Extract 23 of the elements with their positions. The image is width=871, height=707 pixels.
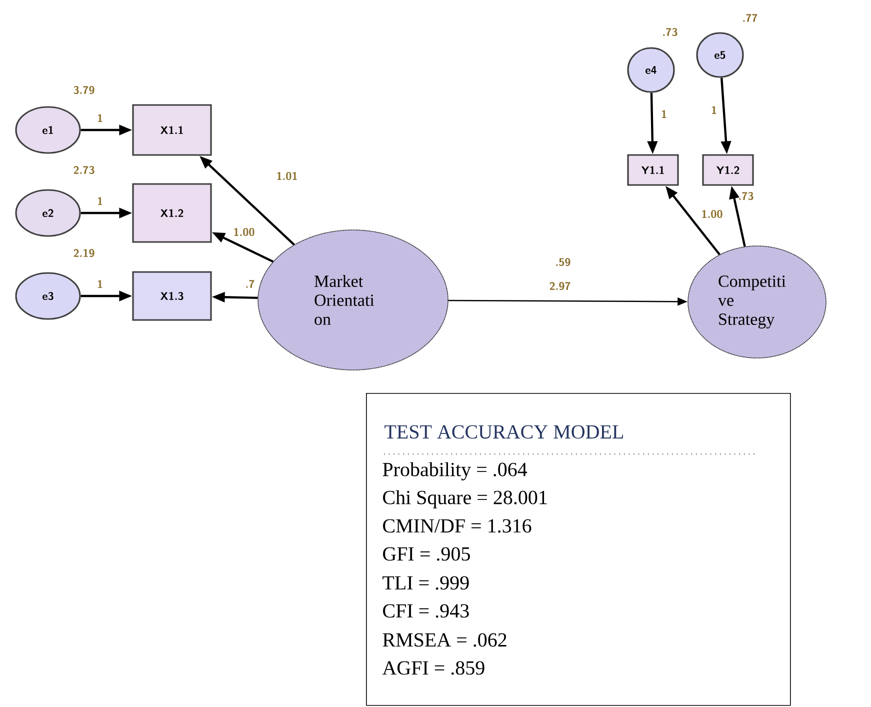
variance-label: .73 <box>663 28 678 36</box>
edge-label: 2.97 <box>550 282 570 290</box>
edge-label: 1 <box>98 280 102 288</box>
edge-label: 1 <box>712 106 716 114</box>
observed-box: X1.3 <box>132 271 212 321</box>
edge-label: 1.00 <box>702 210 722 218</box>
edge-label: 1 <box>662 110 666 118</box>
edge-label: 1 <box>98 197 102 205</box>
fit-index-box: TEST ACCURACY MODEL Probability = .064 Chi Square = 28.001 CMIN/DF = 1.316 GFI = .905 TLI = .999 CFI = .943 RMSEA = .062 AGFI = .859 <box>366 393 791 706</box>
variance-label: 2.73 <box>74 166 94 174</box>
edge-label: 1.00 <box>234 228 254 236</box>
edge-label: 1 <box>98 114 102 122</box>
variance-label: 2.19 <box>74 248 94 258</box>
observed-box: X1.2 <box>132 183 212 243</box>
variance-label: 3.79 <box>74 86 94 94</box>
squared-correlation-label: .59 <box>556 258 570 266</box>
edge-label: .73 <box>739 192 754 200</box>
variance-label: .77 <box>743 14 758 22</box>
observed-box: Y1.2 <box>702 154 754 186</box>
observed-box: Y1.1 <box>627 154 679 186</box>
edge-label: .7 <box>246 280 254 288</box>
edge-label: 1.01 <box>277 172 297 180</box>
observed-box: X1.1 <box>132 104 212 156</box>
